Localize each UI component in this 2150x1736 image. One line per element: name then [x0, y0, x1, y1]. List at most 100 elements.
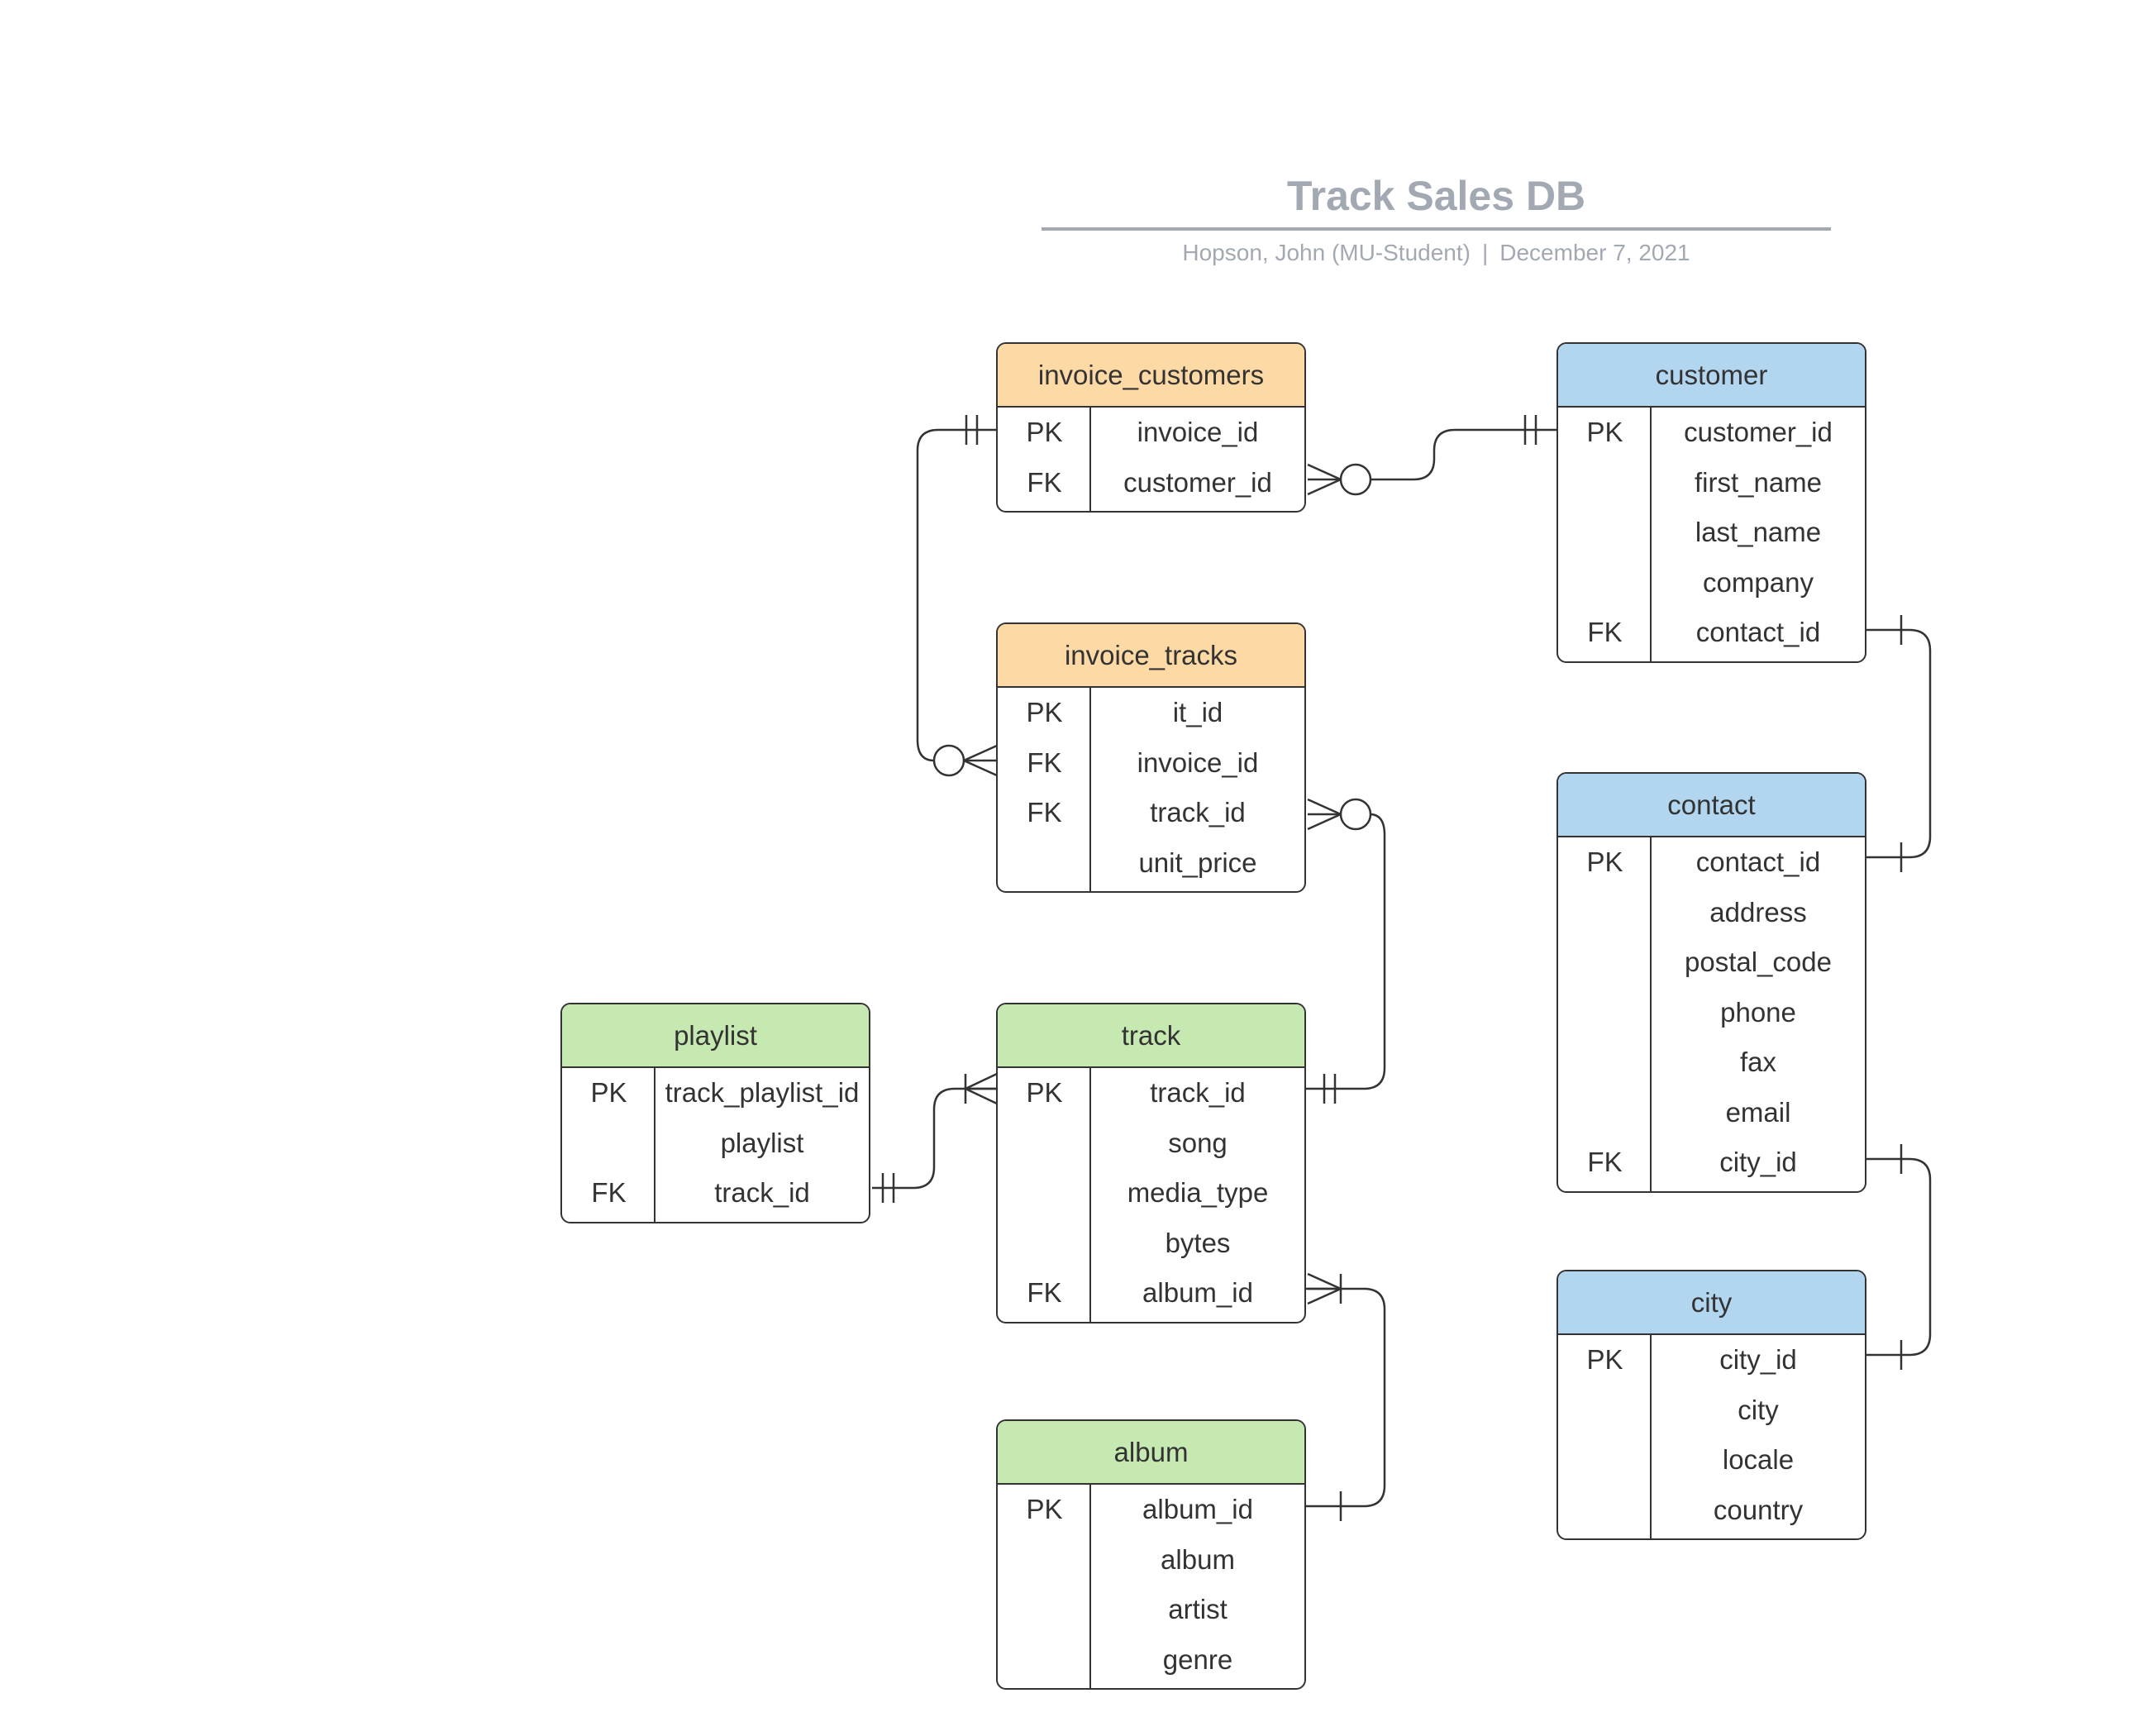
key-cell [998, 1585, 1091, 1635]
entity-invoice-customers[interactable]: invoice_customers PK invoice_id FK custome… [996, 342, 1306, 513]
key-cell [1558, 1088, 1652, 1138]
table-row[interactable]: PK album_id [998, 1485, 1304, 1535]
key-cell: FK [1027, 466, 1062, 498]
field-cell: phone [1720, 996, 1796, 1028]
table-row[interactable]: first_name [1558, 458, 1865, 508]
field-cell: first_name [1694, 466, 1823, 498]
key-cell: PK [1026, 697, 1063, 727]
key-cell [562, 1118, 655, 1169]
field-cell: unit_price [1138, 847, 1257, 878]
field-cell: contact_id [1695, 617, 1821, 647]
key-cell: FK [591, 1177, 627, 1208]
field-cell: email [1725, 1096, 1791, 1128]
key-cell: PK [1586, 847, 1623, 877]
table-row[interactable]: FK track_id [998, 788, 1304, 838]
rel-invoice-customers-invoice-tracks[interactable] [916, 415, 998, 777]
key-cell: FK [1027, 1277, 1062, 1308]
key-cell [998, 1219, 1091, 1269]
entity-header: city [1558, 1271, 1865, 1335]
table-row[interactable]: FK track_id [562, 1168, 869, 1219]
table-row[interactable]: unit_price [998, 838, 1304, 889]
field-cell: company [1703, 566, 1814, 598]
key-cell: PK [1026, 1494, 1063, 1524]
rel-track-invoice-tracks[interactable] [1306, 798, 1386, 1104]
key-cell: PK [1026, 1077, 1063, 1108]
rel-contact-city[interactable] [1866, 1144, 1932, 1370]
field-cell: track_id [714, 1177, 810, 1208]
table-row[interactable]: playlist [562, 1118, 869, 1169]
key-cell: FK [1027, 746, 1062, 778]
table-row[interactable]: bytes [998, 1219, 1304, 1269]
table-row[interactable]: FK customer_id [998, 458, 1304, 508]
rel-customer-invoice-customers[interactable] [1307, 415, 1558, 496]
rel-customer-contact[interactable] [1866, 615, 1932, 872]
table-row[interactable]: media_type [998, 1168, 1304, 1219]
key-cell: PK [590, 1077, 627, 1108]
entity-header: invoice_customers [998, 344, 1304, 408]
field-cell: track_id [1150, 797, 1246, 827]
entity-header: track [998, 1004, 1304, 1068]
table-row[interactable]: phone [1558, 988, 1865, 1038]
key-cell: FK [1027, 797, 1062, 827]
rel-playlist-track[interactable] [872, 1072, 998, 1203]
entity-header: contact [1558, 774, 1865, 837]
field-cell: album_id [1142, 1494, 1253, 1524]
field-cell: customer_id [1123, 466, 1272, 498]
subtitle-separator: | [1481, 240, 1489, 265]
key-cell [998, 1635, 1091, 1686]
field-cell: track_playlist_id [665, 1077, 860, 1108]
key-cell [1558, 937, 1652, 988]
table-row[interactable]: email [1558, 1088, 1865, 1138]
key-cell: PK [1026, 417, 1063, 447]
table-row[interactable]: postal_code [1558, 937, 1865, 988]
table-row[interactable]: PK track_playlist_id [562, 1068, 869, 1118]
table-row[interactable]: company [1558, 558, 1865, 608]
field-cell: bytes [1165, 1227, 1231, 1258]
author-label: Hopson, John (MU-Student) [1182, 240, 1471, 265]
rel-album-track[interactable] [1306, 1272, 1386, 1521]
key-cell [1558, 988, 1652, 1038]
key-cell [998, 838, 1091, 889]
table-row[interactable]: city [1558, 1385, 1865, 1436]
field-cell: album [1161, 1543, 1235, 1575]
table-row[interactable]: album [998, 1535, 1304, 1586]
field-cell: city_id [1719, 1147, 1797, 1177]
field-cell: invoice_id [1137, 417, 1259, 447]
table-row[interactable]: locale [1558, 1435, 1865, 1486]
field-cell: last_name [1695, 517, 1822, 547]
field-cell: playlist [720, 1127, 804, 1158]
field-cell: genre [1162, 1643, 1233, 1675]
field-cell: city_id [1719, 1344, 1797, 1375]
key-cell [1558, 508, 1652, 558]
table-row[interactable]: artist [998, 1585, 1304, 1635]
diagram-title: Track Sales DB [1286, 173, 1586, 219]
table-row[interactable]: fax [1558, 1037, 1865, 1088]
table-row[interactable]: last_name [1558, 508, 1865, 558]
table-row[interactable]: song [998, 1118, 1304, 1169]
key-cell [1558, 888, 1652, 938]
title-underline [1042, 227, 1831, 231]
table-row[interactable]: address [1558, 888, 1865, 938]
table-row[interactable]: PK invoice_id [998, 408, 1304, 458]
table-row[interactable]: genre [998, 1635, 1304, 1686]
key-cell [998, 1168, 1091, 1219]
field-cell: media_type [1127, 1177, 1269, 1208]
table-row[interactable]: country [1558, 1486, 1865, 1536]
